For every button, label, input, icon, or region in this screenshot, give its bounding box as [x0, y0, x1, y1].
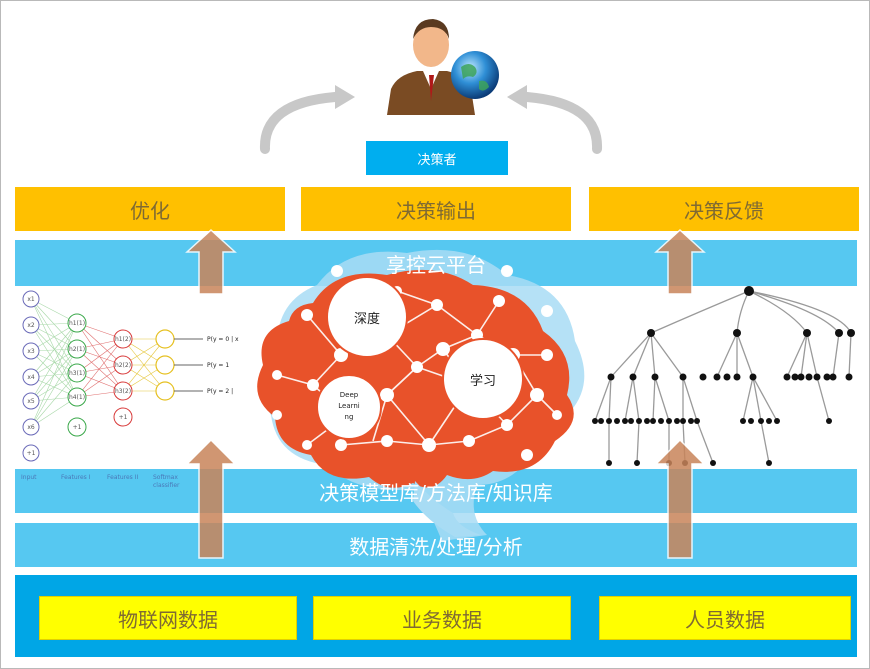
nn-hidden2-label: h2(2) — [115, 362, 131, 369]
platform-label: 享控云平台 — [386, 252, 486, 277]
nn-output-label: P(y = 2 | — [207, 388, 233, 395]
up-arrow-right-bottom — [654, 438, 706, 559]
nn-axis-label: classifier — [153, 482, 180, 489]
brain-illustration: 深度 学习 Deep Learni ng — [257, 249, 585, 541]
brain-deep-learning-label: ng — [345, 413, 354, 421]
personnel-data-box: 人员数据 — [599, 596, 851, 640]
optimize-box: 优化 — [15, 187, 285, 231]
iot-data-box: 物联网数据 — [39, 596, 297, 640]
nn-input-label: x5 — [27, 398, 35, 405]
brain-deep-label: 深度 — [354, 311, 380, 327]
data-processing-label: 数据清洗/处理/分析 — [349, 534, 523, 559]
brain-learning-label: 学习 — [470, 373, 496, 389]
feedback-arc-arrows — [259, 85, 603, 154]
nn-axis-label: Softmax — [153, 474, 178, 481]
model-library-label: 决策模型库/方法库/知识库 — [319, 480, 553, 505]
nn-axis-label: Features II — [107, 474, 138, 481]
nn-output-label: P(y = 0 | x — [207, 336, 239, 343]
nn-input-label: x1 — [27, 296, 35, 303]
nn-output-label: P(y = 1 — [207, 362, 229, 369]
decision-feedback-box: 决策反馈 — [589, 187, 859, 231]
nn-hidden1-label: h4(1) — [69, 394, 85, 401]
nn-hidden1-label: h3(1) — [69, 370, 85, 377]
nn-input-label: x4 — [27, 374, 35, 381]
data-processing-bar — [15, 523, 857, 567]
nn-hidden1-label: h2(1) — [69, 346, 85, 353]
nn-hidden2-label: +1 — [119, 414, 128, 421]
brain-deep-learning-label: Deep — [340, 391, 359, 399]
up-arrow-right-top — [654, 228, 706, 295]
nn-hidden1-label: +1 — [73, 424, 82, 431]
nn-input-label: +1 — [27, 450, 36, 457]
nn-axis-label: Features I — [61, 474, 91, 481]
nn-axis-label: Input — [21, 474, 37, 481]
business-data-box: 业务数据 — [313, 596, 571, 640]
decision-output-box: 决策输出 — [301, 187, 571, 231]
decision-tree-illustration — [592, 286, 855, 466]
nn-input-label: x2 — [27, 322, 35, 329]
nn-input-label: x6 — [27, 424, 35, 431]
nn-hidden1-label: h1(1) — [69, 320, 85, 327]
decision-maker-illustration — [387, 19, 499, 115]
nn-input-label: x3 — [27, 348, 35, 355]
neural-network-illustration: x1 x2 x3 x4 x5 x6 +1 h1(1) h2(1) h3(1) h… — [21, 290, 239, 489]
nn-hidden2-label: h3(2) — [115, 388, 131, 395]
decision-maker-label: 决策者 — [366, 141, 508, 175]
up-arrow-left-bottom — [185, 438, 237, 559]
nn-hidden2-label: h1(2) — [115, 336, 131, 343]
brain-deep-learning-label: Learni — [338, 402, 360, 410]
up-arrow-left-top — [185, 228, 237, 295]
